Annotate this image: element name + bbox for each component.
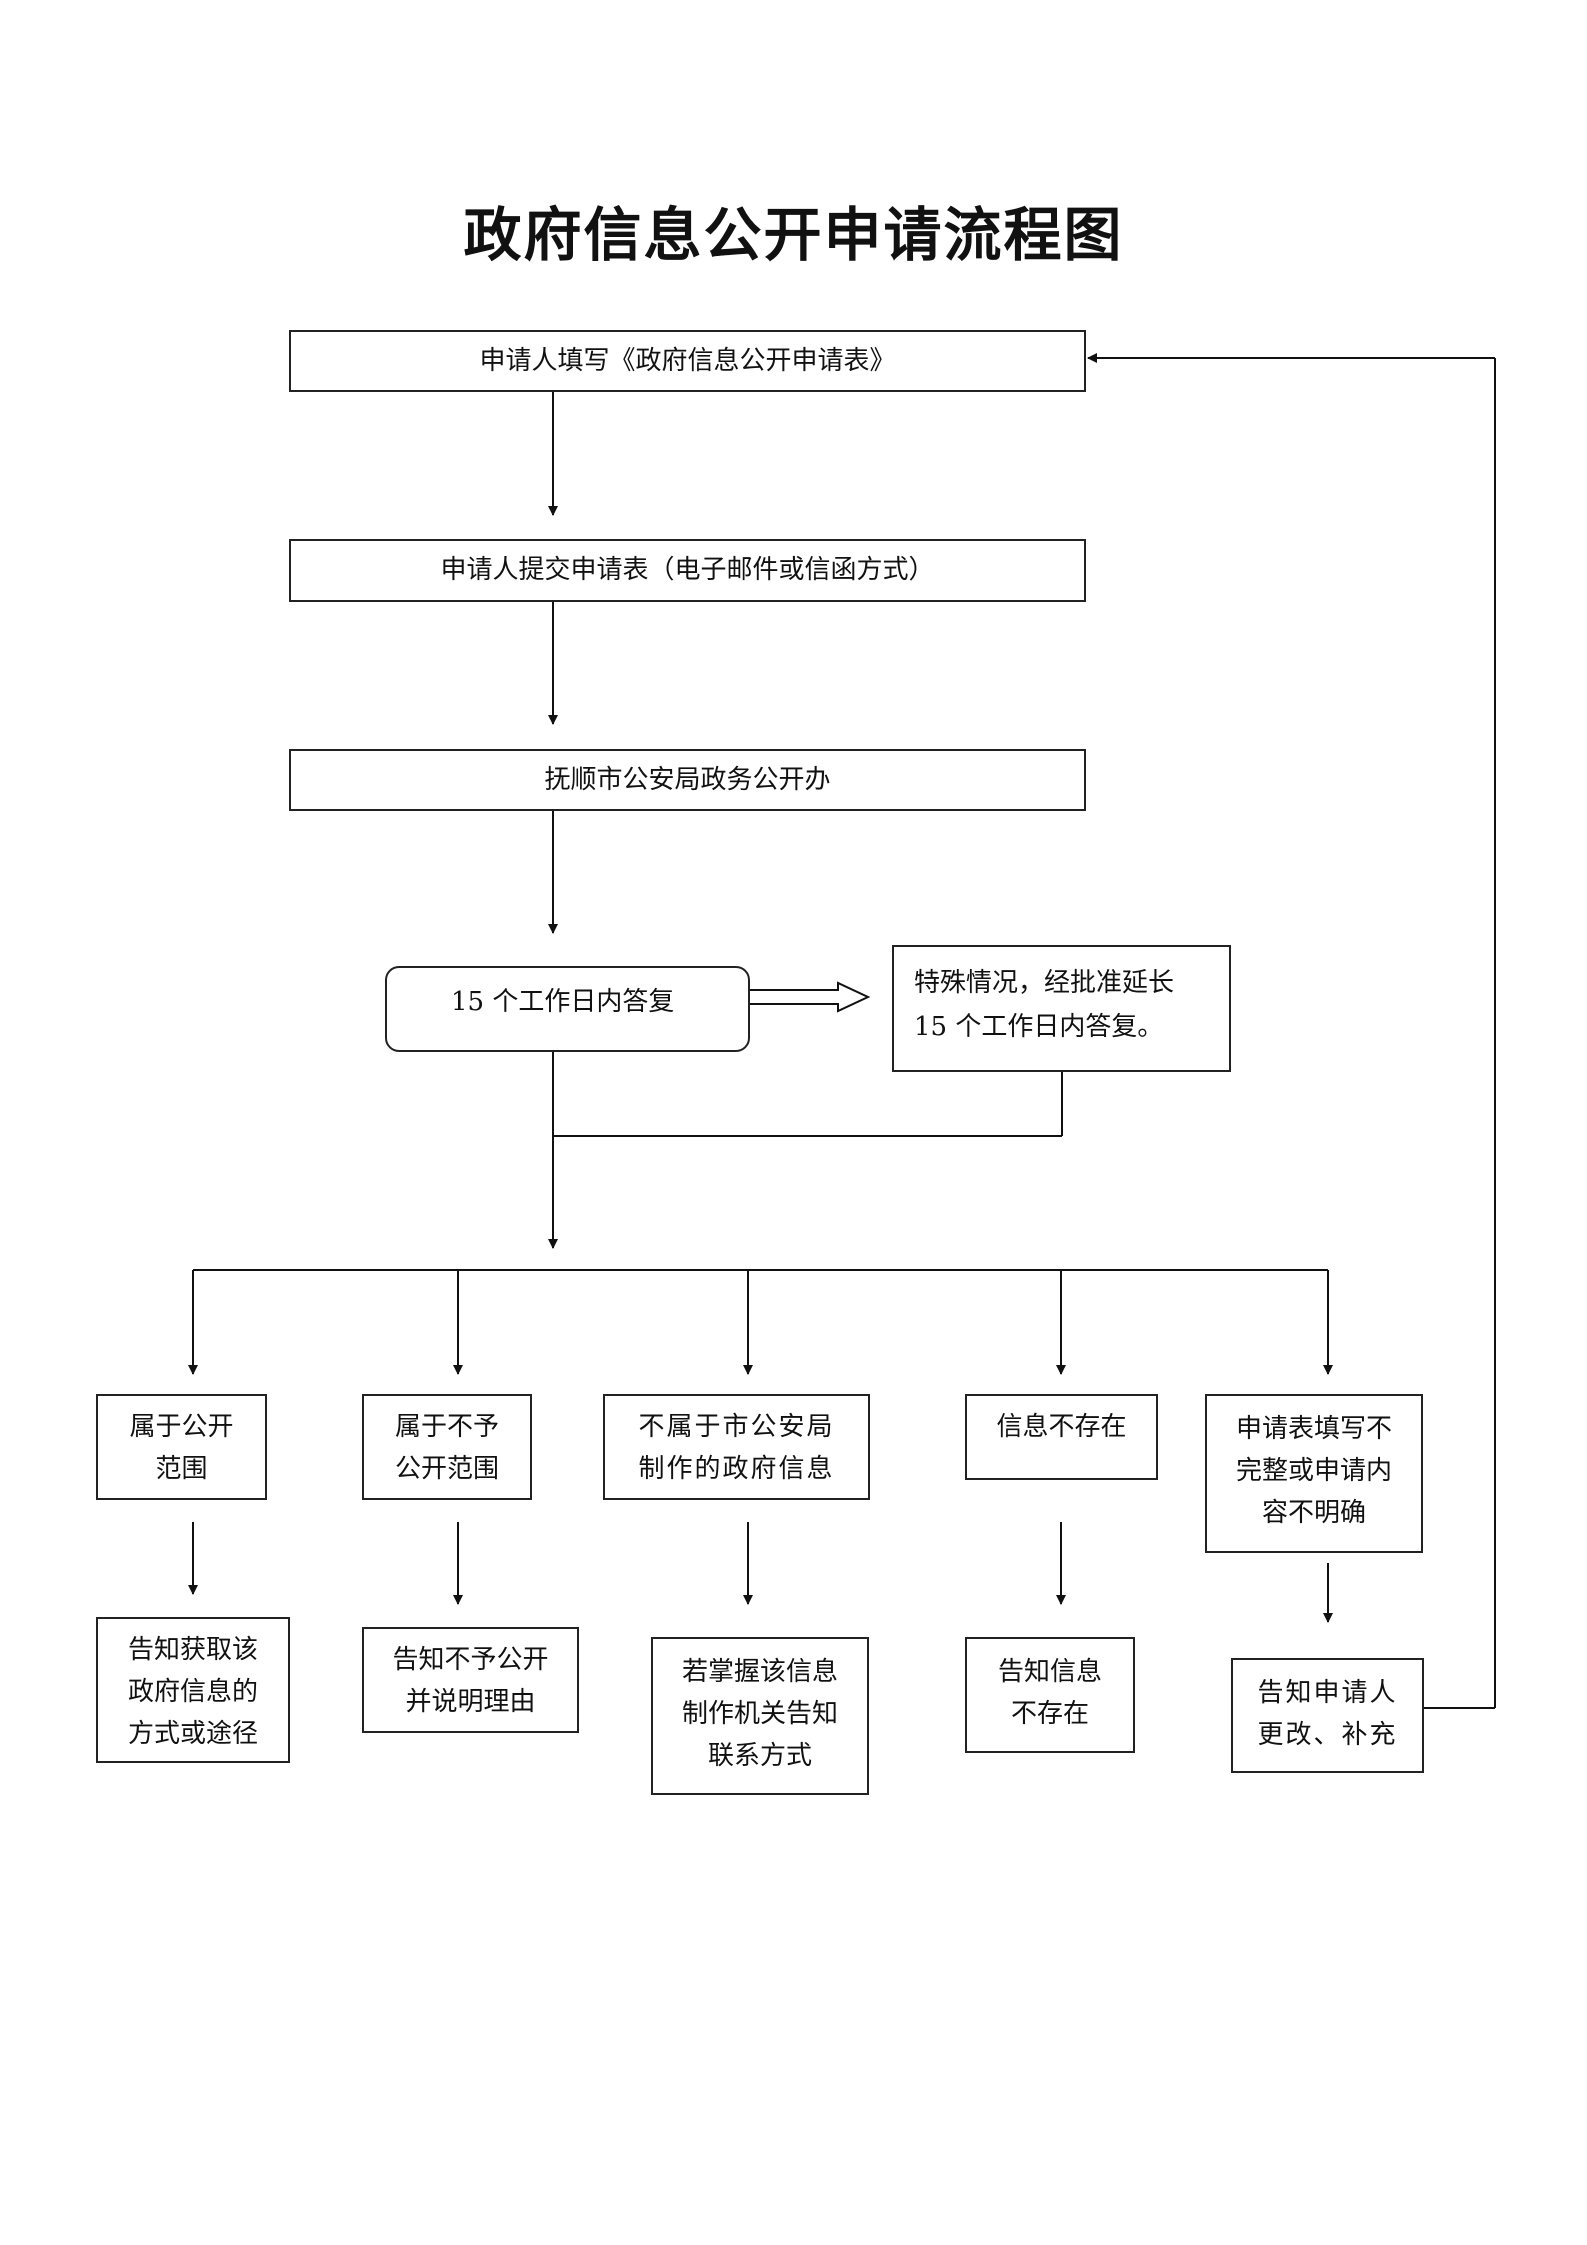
result-refuse-with-reason: 告知不予公开 并说明理由 [362, 1627, 579, 1733]
category-non-public: 属于不予 公开范围 [362, 1394, 532, 1500]
category-not-exist: 信息不存在 [965, 1394, 1158, 1480]
category-not-made-by-bureau: 不属于市公安局 制作的政府信息 [603, 1394, 870, 1500]
category-incomplete: 申请表填写不 完整或申请内 容不明确 [1205, 1394, 1423, 1553]
step-fill-form-label: 申请人填写《政府信息公开申请表》 [479, 346, 896, 376]
result-how-to-obtain: 告知获取该 政府信息的 方式或途径 [96, 1617, 290, 1763]
step-extension: 特殊情况，经批准延长 15 个工作日内答复。 [892, 945, 1231, 1072]
step-reply-label: 15 个工作日内答复 [451, 987, 675, 1017]
result-not-exist: 告知信息 不存在 [965, 1637, 1135, 1753]
category-incomplete-label: 申请表填写不 完整或申请内 容不明确 [1235, 1414, 1392, 1528]
category-public-label: 属于公开 范围 [129, 1412, 234, 1484]
result-refuse-label: 告知不予公开 并说明理由 [392, 1645, 549, 1717]
result-not-exist-label: 告知信息 不存在 [997, 1657, 1102, 1729]
page-title: 政府信息公开申请流程图 [463, 201, 1124, 269]
double-arrow-to-extension [747, 981, 871, 1013]
step-office-label: 抚顺市公安局政务公开办 [544, 765, 831, 795]
step-office: 抚顺市公安局政务公开办 [289, 749, 1086, 811]
category-not-exist-label: 信息不存在 [996, 1412, 1127, 1442]
result-amend-label: 告知申请人 更改、补充 [1257, 1678, 1398, 1750]
category-non-public-label: 属于不予 公开范围 [394, 1412, 499, 1484]
step-reply-15-days: 15 个工作日内答复 [385, 966, 750, 1052]
step-extension-label: 特殊情况，经批准延长 15 个工作日内答复。 [914, 968, 1175, 1042]
result-contact-producer: 若掌握该信息 制作机关告知 联系方式 [651, 1637, 869, 1795]
step-fill-form: 申请人填写《政府信息公开申请表》 [289, 330, 1086, 392]
result-ask-to-amend: 告知申请人 更改、补充 [1231, 1658, 1424, 1773]
category-not-made-label: 不属于市公安局 制作的政府信息 [638, 1412, 835, 1484]
step-submit: 申请人提交申请表（电子邮件或信函方式） [289, 539, 1086, 602]
result-how-to-obtain-label: 告知获取该 政府信息的 方式或途径 [127, 1635, 258, 1749]
step-submit-label: 申请人提交申请表（电子邮件或信函方式） [440, 555, 935, 585]
category-public: 属于公开 范围 [96, 1394, 267, 1500]
result-contact-label: 若掌握该信息 制作机关告知 联系方式 [681, 1657, 838, 1771]
